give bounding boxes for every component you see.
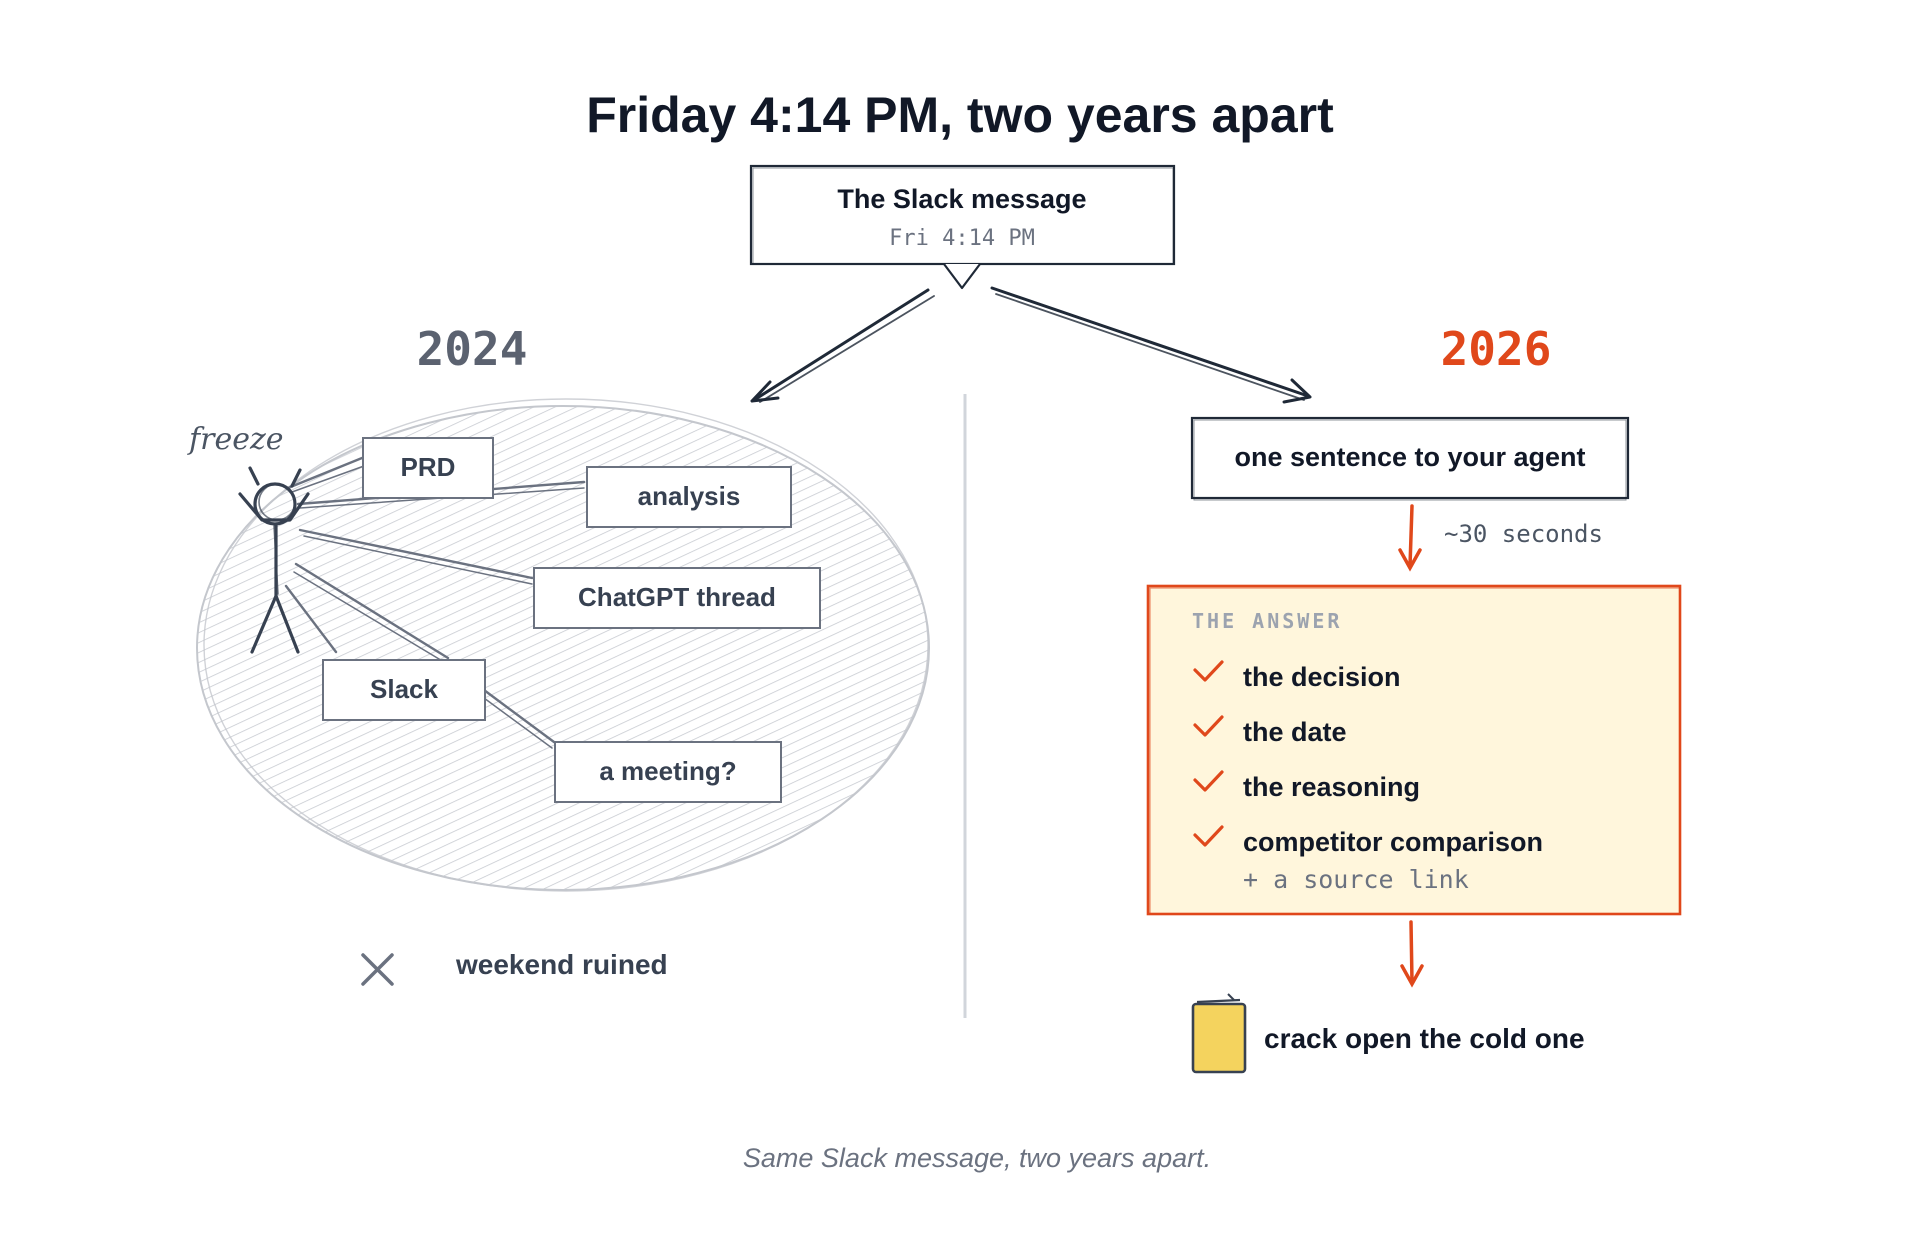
- agent-prompt-box: one sentence to your agent: [1190, 416, 1630, 501]
- arrow-to-answer: [1398, 504, 1422, 572]
- check-icon: [1193, 715, 1224, 737]
- duration-label: ~30 seconds: [1444, 520, 1603, 548]
- answer-item-decision: the decision: [1193, 660, 1401, 692]
- answer-source-link: + a source link: [1243, 865, 1469, 894]
- freeze-label: freeze: [187, 422, 284, 457]
- slack-message-timestamp: Fri 4:14 PM: [889, 226, 1035, 251]
- slack-message-title: The Slack message: [837, 184, 1086, 214]
- task-label-prd: PRD: [401, 452, 456, 482]
- task-box-analysis: analysis: [586, 466, 792, 528]
- answer-box: THE ANSWER the decision the date the rea…: [1146, 584, 1682, 916]
- page-title: Friday 4:14 PM, two years apart: [586, 87, 1334, 143]
- task-label-analysis: analysis: [638, 481, 741, 511]
- year-2026-label: 2026: [1441, 322, 1552, 376]
- answer-item-competitor-comparison: competitor comparison: [1193, 825, 1543, 857]
- check-icon: [1193, 770, 1224, 792]
- weekend-ruined-label: weekend ruined: [455, 949, 668, 980]
- answer-item-reasoning: the reasoning: [1193, 770, 1420, 802]
- slack-message-box: The Slack message Fri 4:14 PM: [749, 164, 1176, 290]
- speech-tail-icon: [943, 263, 981, 290]
- agent-prompt-label: one sentence to your agent: [1234, 442, 1585, 472]
- task-box-prd: PRD: [362, 437, 494, 499]
- task-label-chatgpt-thread: ChatGPT thread: [578, 582, 776, 612]
- answer-item-label: the date: [1243, 717, 1347, 747]
- task-label-slack: Slack: [370, 674, 438, 704]
- arrow-to-2026: [990, 286, 1312, 404]
- check-icon: [1193, 825, 1224, 847]
- beer-can-icon: [1191, 993, 1247, 1074]
- cold-one-label: crack open the cold one: [1264, 1023, 1585, 1054]
- answer-item-label: the reasoning: [1243, 772, 1420, 802]
- figure-caption: Same Slack message, two years apart.: [743, 1143, 1211, 1173]
- answer-item-label: the decision: [1243, 662, 1401, 692]
- task-box-slack: Slack: [322, 659, 486, 721]
- answer-item-date: the date: [1193, 715, 1347, 747]
- chaos-cloud: [196, 398, 930, 892]
- answer-header: THE ANSWER: [1192, 609, 1342, 633]
- answer-item-label: competitor comparison: [1243, 827, 1543, 857]
- check-icon: [1193, 660, 1224, 682]
- x-mark-icon: [361, 953, 394, 986]
- arrow-to-2024: [750, 288, 935, 403]
- task-label-meeting: a meeting?: [599, 756, 736, 786]
- arrow-to-cold-one: [1400, 920, 1424, 988]
- task-box-chatgpt-thread: ChatGPT thread: [533, 567, 821, 629]
- year-2024-label: 2024: [417, 322, 528, 376]
- stick-figure-icon: [238, 466, 310, 654]
- task-box-meeting: a meeting?: [554, 741, 782, 803]
